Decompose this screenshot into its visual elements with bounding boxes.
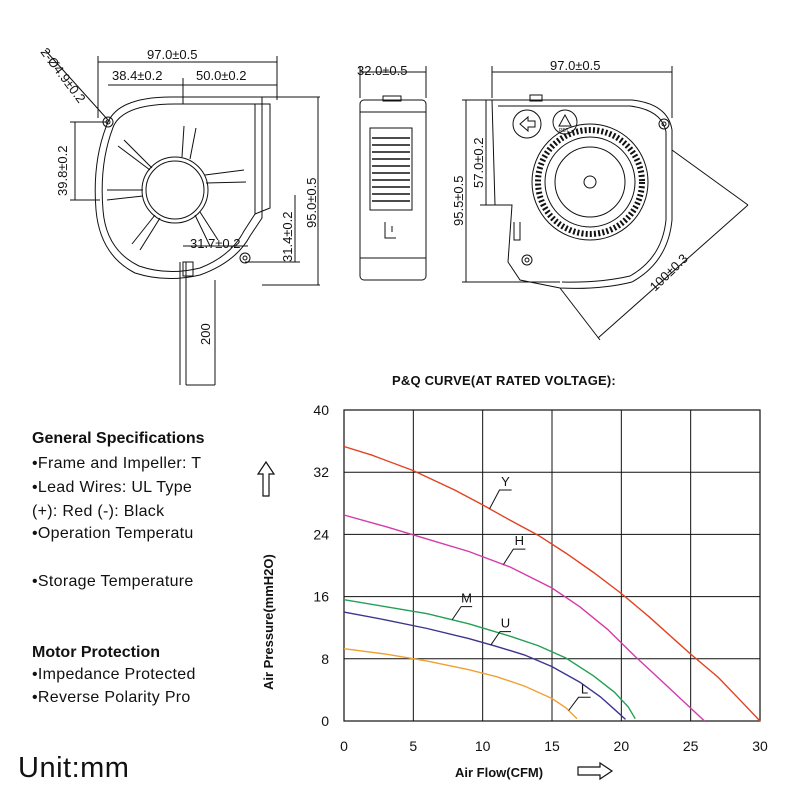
series-line-y bbox=[343, 445, 761, 722]
spec-line-reverse-polarity: •Reverse Polarity Pro bbox=[32, 689, 191, 706]
series-label-m: M bbox=[461, 591, 472, 606]
label-leader-u bbox=[490, 631, 511, 646]
series-line-l bbox=[343, 648, 578, 720]
x-axis-arrow-icon bbox=[577, 761, 614, 781]
side-width-dim: 32.0±0.5 bbox=[357, 63, 408, 78]
label-leader-m bbox=[451, 606, 473, 621]
front-outlet-dim: 31.4±0.2 bbox=[280, 211, 295, 262]
back-mount-hole-top bbox=[658, 118, 670, 130]
x-tick-label: 10 bbox=[475, 738, 491, 754]
front-width-dim: 97.0±0.5 bbox=[147, 47, 198, 62]
spec-line-operation-temp: •Operation Temperatu bbox=[32, 525, 194, 542]
spec-line-frame: •Frame and Impeller: T bbox=[32, 455, 202, 472]
front-height-left: 39.8±0.2 bbox=[55, 145, 70, 196]
back-badge-text: PBT bbox=[559, 128, 569, 134]
y-tick-label: 8 bbox=[321, 651, 329, 667]
label-leader-l bbox=[568, 696, 591, 711]
back-mount-hole-bottom bbox=[521, 254, 533, 266]
back-view bbox=[462, 66, 749, 341]
x-tick-label: 0 bbox=[340, 738, 348, 754]
x-tick-label: 15 bbox=[544, 738, 560, 754]
spec-line-storage-temp: •Storage Temperature bbox=[32, 573, 194, 590]
back-height-inner: 57.0±0.2 bbox=[471, 137, 486, 188]
series-line-h bbox=[343, 514, 705, 722]
x-tick-label: 5 bbox=[409, 738, 417, 754]
front-height-right: 95.0±0.5 bbox=[304, 177, 319, 228]
front-view bbox=[44, 49, 320, 386]
y-tick-label: 24 bbox=[313, 526, 329, 542]
back-height-outer: 95.5±0.5 bbox=[451, 175, 466, 226]
chart-grid bbox=[343, 409, 761, 722]
side-view bbox=[359, 66, 427, 281]
technical-drawings: 97.0±0.5 38.4±0.2 50.0±0.2 2-Ø4.9±0.2 39… bbox=[38, 45, 749, 386]
back-arrow-badge bbox=[512, 109, 542, 139]
label-leader-h bbox=[503, 548, 526, 565]
front-wire-length: 200 bbox=[198, 323, 213, 345]
spec-panel: General Specifications •Frame and Impell… bbox=[32, 428, 226, 718]
front-mount-hole-bottom bbox=[239, 252, 251, 264]
series-label-u: U bbox=[501, 616, 510, 631]
y-axis-label: Air Pressure(mmH2O) bbox=[261, 554, 276, 690]
front-wire-offset: 31.7±0.2 bbox=[190, 236, 241, 251]
chart-ticks: 0 5 10 15 20 25 30 0 8 16 24 32 40 bbox=[313, 402, 768, 754]
chart-title: P&Q CURVE(AT RATED VOLTAGE): bbox=[392, 373, 616, 388]
series-label-y: Y bbox=[501, 474, 510, 489]
back-width-dim: 97.0±0.5 bbox=[550, 58, 601, 73]
spec-line-impedance: •Impedance Protected bbox=[32, 666, 196, 683]
y-axis-arrow-icon bbox=[256, 460, 276, 497]
y-tick-label: 40 bbox=[313, 402, 329, 418]
label-leader-y bbox=[489, 489, 512, 509]
chart-series: Y H M U L bbox=[343, 445, 761, 722]
x-tick-label: 30 bbox=[752, 738, 768, 754]
front-dim-right: 50.0±0.2 bbox=[196, 68, 247, 83]
motor-protection-heading: Motor Protection bbox=[32, 644, 160, 661]
series-label-h: H bbox=[515, 533, 524, 548]
general-spec-heading: General Specifications bbox=[32, 430, 205, 447]
series-line-u bbox=[343, 611, 626, 720]
front-dim-left: 38.4±0.2 bbox=[112, 68, 163, 83]
x-tick-label: 25 bbox=[683, 738, 699, 754]
spec-line-lead-wires: •Lead Wires: UL Type bbox=[32, 479, 193, 496]
unit-label: Unit:mm bbox=[18, 752, 130, 784]
y-tick-label: 32 bbox=[313, 464, 329, 480]
series-line-m bbox=[343, 599, 636, 720]
y-tick-label: 0 bbox=[321, 713, 329, 729]
y-tick-label: 16 bbox=[313, 589, 329, 605]
series-label-l: L bbox=[581, 681, 588, 696]
x-axis-label: Air Flow(CFM) bbox=[455, 765, 543, 780]
spec-line-polarity: (+): Red (-): Black bbox=[32, 503, 165, 520]
x-tick-label: 20 bbox=[614, 738, 630, 754]
